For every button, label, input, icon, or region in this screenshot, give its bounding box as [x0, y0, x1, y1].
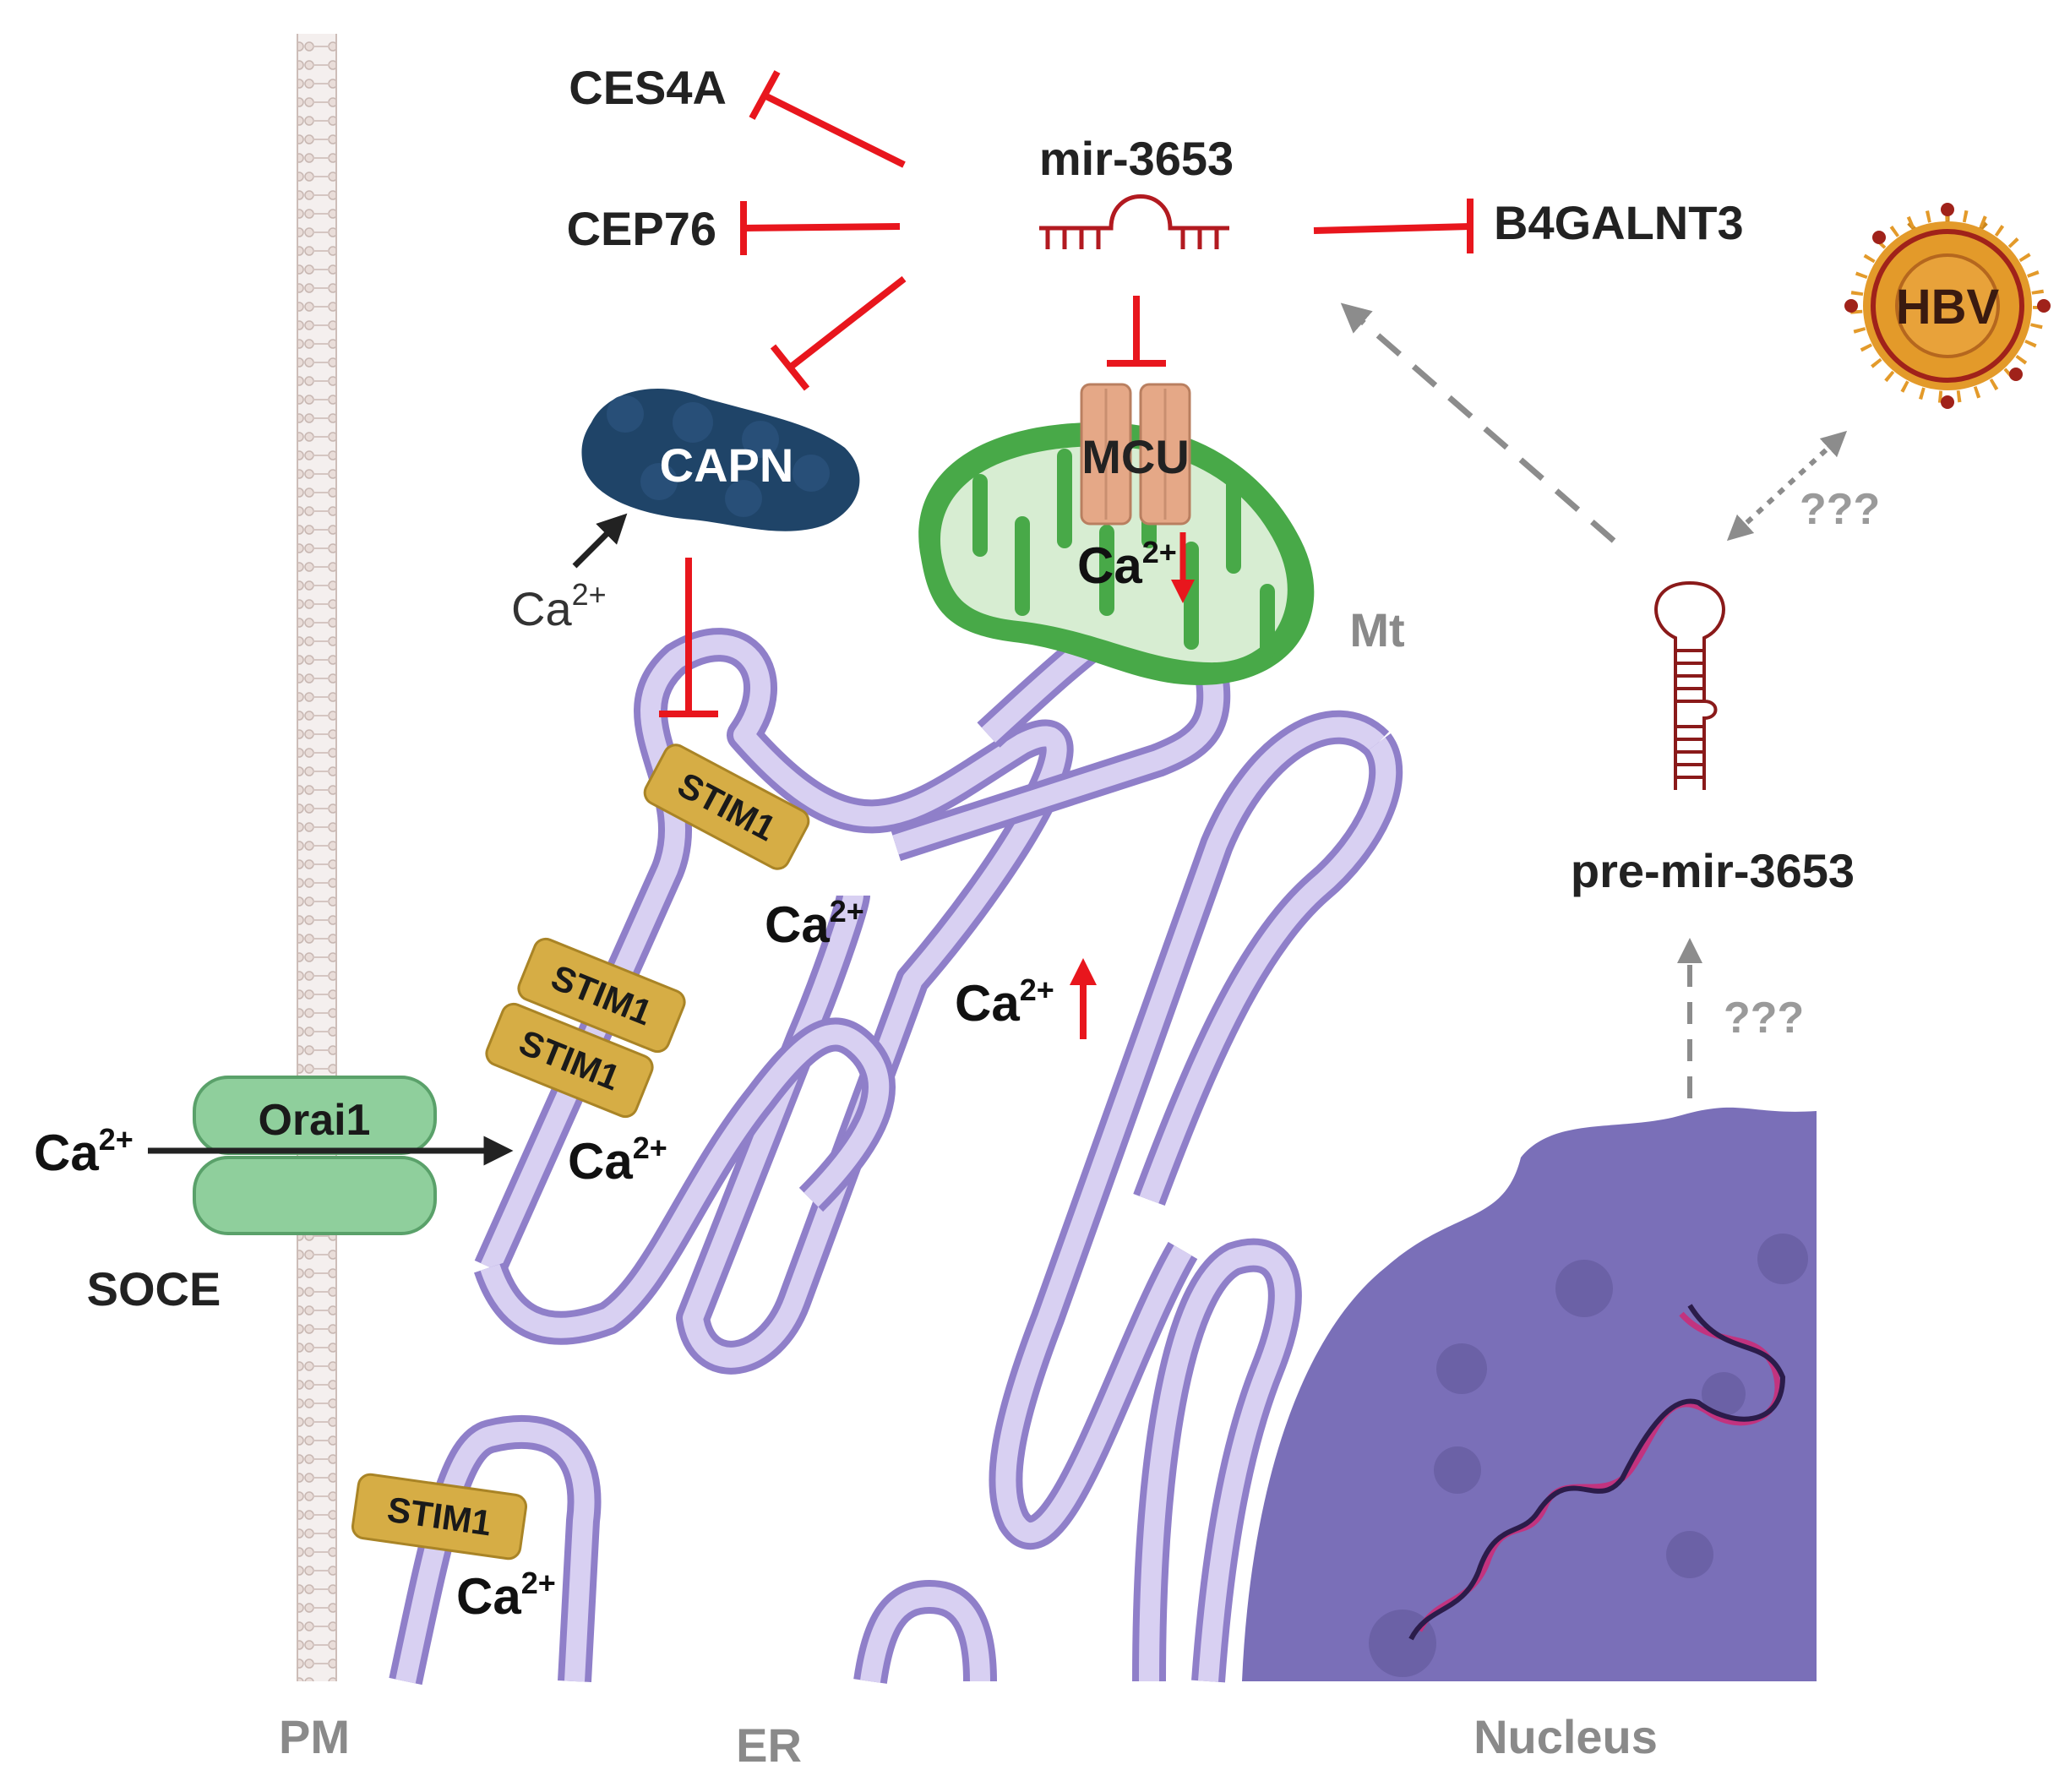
capn-label: CAPN	[660, 438, 794, 492]
mir-inhibits-capn	[770, 275, 907, 391]
nucleus-label: Nucleus	[1474, 1710, 1658, 1763]
er-lumen-calcium-label: Ca2+	[955, 972, 1054, 1032]
orai1-label: Orai1	[259, 1096, 371, 1145]
endoplasmic-reticulum	[389, 592, 1403, 1686]
hbv-label: HBV	[1896, 280, 2000, 335]
nucleus	[1242, 1107, 1817, 1681]
mitochondrion	[918, 422, 1315, 685]
er-calcium-label-2: Ca2+	[568, 1130, 667, 1190]
mito-calcium-label: Ca2+	[1077, 535, 1177, 594]
ces4a-label: CES4A	[569, 61, 727, 114]
mir-3653-icon	[1039, 194, 1229, 249]
er-calcium-label-3: Ca2+	[456, 1566, 556, 1625]
mir-3653-label: mir-3653	[1039, 132, 1234, 185]
soce-label: SOCE	[87, 1262, 221, 1315]
mir-inhibits-mcu	[1107, 296, 1166, 367]
pm-label: PM	[279, 1710, 350, 1763]
pre-mir-3653-label: pre-mir-3653	[1571, 844, 1855, 897]
er-calcium-label-1: Ca2+	[765, 894, 864, 953]
unknown-transcription-mark: ???	[1724, 994, 1804, 1043]
b4galnt3-label: B4GALNT3	[1494, 196, 1744, 249]
er-label: ER	[736, 1718, 802, 1772]
cytosolic-calcium-label: Ca2+	[511, 577, 607, 635]
mir-inhibits-ces4a	[749, 70, 906, 168]
mitochondrion-label: Mt	[1349, 603, 1404, 656]
pre-mir-3653-hairpin-icon	[1654, 580, 1725, 790]
pre-mir-to-mir-dashed-arrow	[1340, 302, 1616, 543]
mir-inhibits-b4galnt3	[1313, 199, 1474, 253]
capn-inhibits-stim1	[659, 558, 718, 717]
plasma-membrane	[297, 34, 337, 1681]
mcu-channel	[1080, 383, 1191, 526]
unknown-hbv-link-mark: ???	[1800, 485, 1880, 534]
mir-inhibits-cep76	[740, 201, 901, 255]
calcium-activates-capn-arrow	[572, 513, 628, 569]
hbv-virion-icon	[1844, 203, 2051, 409]
cep76-label: CEP76	[567, 202, 716, 255]
extracellular-calcium-label: Ca2+	[34, 1122, 133, 1181]
capn-protein	[581, 389, 860, 531]
mcu-label: MCU	[1081, 430, 1190, 483]
stim1-protein-bottom: STIM1	[351, 1473, 528, 1561]
